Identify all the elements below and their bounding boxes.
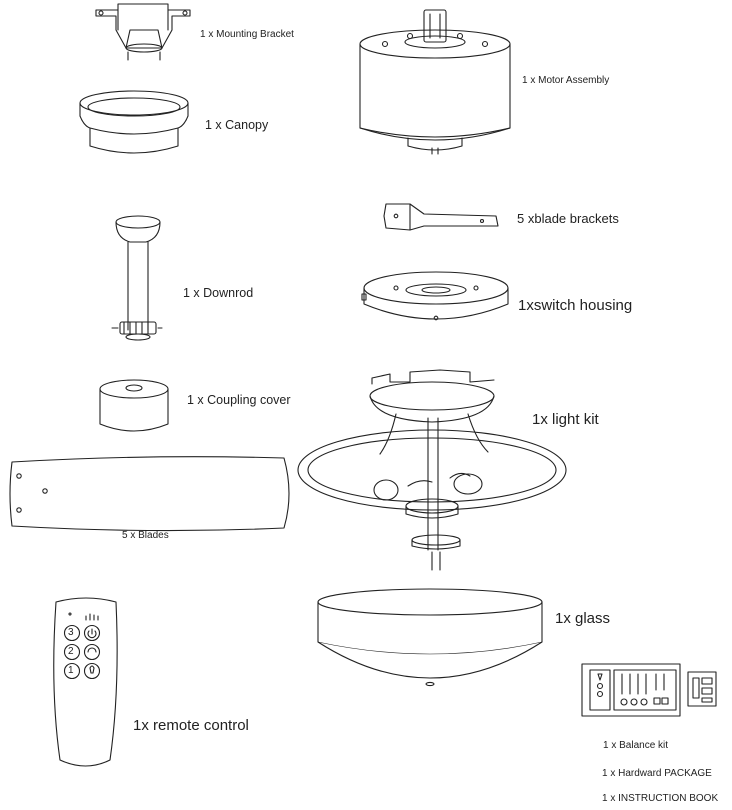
switch-housing-drawing	[361, 271, 509, 321]
downrod-drawing	[111, 215, 163, 341]
remote-button-2: 2	[68, 646, 74, 657]
remote-button-3: 3	[68, 627, 74, 638]
remote-button-1: 1	[68, 665, 74, 676]
label-light-kit: 1x light kit	[532, 411, 599, 428]
canopy-drawing	[79, 90, 189, 154]
remote-control-drawing	[53, 597, 118, 767]
coupling-cover-drawing	[99, 379, 169, 432]
label-hardware-package: 1 x Hardward PACKAGE	[602, 768, 712, 779]
mounting-bracket-drawing	[95, 3, 191, 61]
label-motor-assembly: 1 x Motor Assembly	[522, 75, 610, 86]
label-remote-control: 1x remote control	[133, 717, 249, 734]
label-canopy: 1 x Canopy	[205, 118, 269, 132]
motor-assembly-drawing	[359, 9, 511, 155]
label-blade-brackets: 5 xblade brackets	[517, 211, 619, 226]
label-mounting-bracket: 1 x Mounting Bracket	[200, 29, 294, 40]
label-instruction-book: 1 x INSTRUCTION BOOK	[602, 793, 719, 804]
hardware-package-drawing	[581, 663, 717, 717]
blade-bracket-drawing	[383, 203, 499, 231]
label-coupling-cover: 1 x Coupling cover	[187, 393, 291, 407]
glass-drawing	[317, 588, 543, 687]
label-glass: 1x glass	[555, 610, 611, 627]
blade-drawing	[9, 456, 290, 532]
light-kit-drawing	[297, 369, 567, 571]
label-switch-housing: 1xswitch housing	[518, 297, 633, 314]
label-downrod: 1 x Downrod	[183, 286, 254, 300]
label-blades: 5 x Blades	[122, 530, 169, 541]
label-balance-kit: 1 x Balance kit	[603, 740, 669, 751]
